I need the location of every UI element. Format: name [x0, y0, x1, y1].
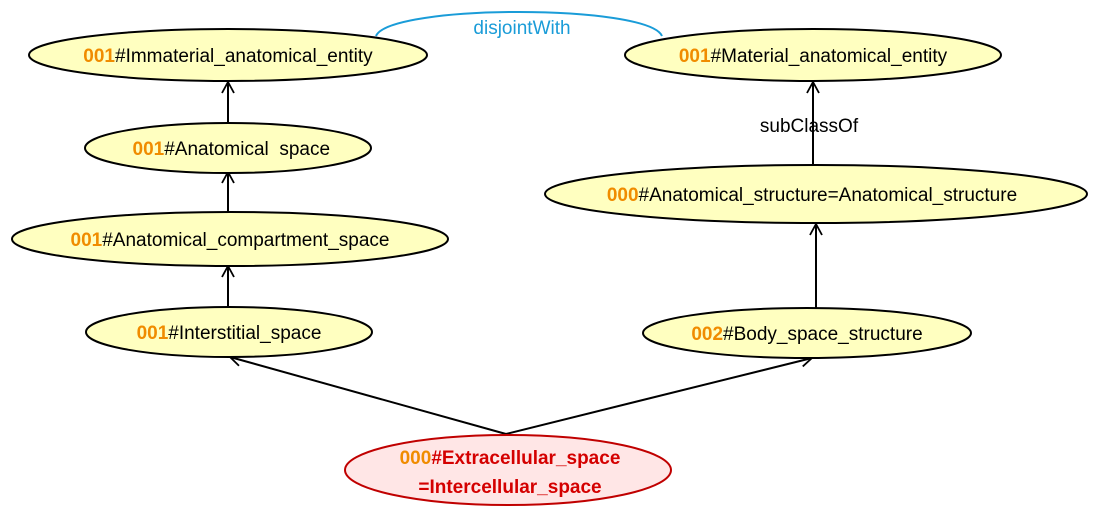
- node-code: 001: [679, 46, 711, 67]
- node-label: #Anatomical space: [164, 139, 330, 160]
- edge-extracellular-to-interstitial: [228, 353, 507, 435]
- node-label: #Anatomical_structure=Anatomical_structu…: [639, 185, 1018, 206]
- node-anatomical-structure: 000#Anatomical_structure=Anatomical_stru…: [544, 164, 1088, 224]
- node-code: 001: [137, 323, 169, 344]
- svg-text:001#Interstitial_space: 001#Interstitial_space: [137, 323, 322, 344]
- node-label: #Anatomical_compartment_space: [102, 230, 389, 251]
- disjoint-arc: [375, 11, 663, 37]
- node-body-space-structure: 002#Body_space_structure: [642, 307, 972, 359]
- svg-text:000#Anatomical_structure=Anato: 000#Anatomical_structure=Anatomical_stru…: [607, 185, 1017, 206]
- node-code: 001: [83, 46, 115, 67]
- node-code: 001: [133, 139, 165, 160]
- node-code: 000: [400, 448, 432, 469]
- node-code: 002: [691, 324, 723, 345]
- svg-text:001#Anatomical space: 001#Anatomical space: [96, 139, 357, 160]
- node-anatomical-compartment-space: 001#Anatomical_compartment_space: [11, 211, 449, 267]
- node-label-line2: =Intercellular_space: [418, 477, 601, 498]
- svg-text:001#Anatomical_compartment_spa: 001#Anatomical_compartment_space: [71, 230, 390, 251]
- edge-extracellular-to-body-space: [505, 353, 814, 435]
- node-label: #Interstitial_space: [168, 323, 321, 344]
- svg-text:001#Immaterial_anatomical_enti: 001#Immaterial_anatomical_entity: [83, 46, 373, 67]
- subclass-label: subClassOf: [760, 116, 859, 137]
- node-material-anatomical-entity: 001#Material_anatomical_entity: [624, 28, 1002, 82]
- svg-text:000#Extracellular_space: 000#Extracellular_space: [400, 448, 621, 469]
- node-label: #Body_space_structure: [723, 324, 923, 345]
- node-label: #Immaterial_anatomical_entity: [115, 46, 373, 67]
- node-immaterial-anatomical-entity: 001#Immaterial_anatomical_entity: [28, 28, 428, 82]
- svg-text:001#Material_anatomical_entity: 001#Material_anatomical_entity: [679, 46, 948, 67]
- node-label-line1: #Extracellular_space: [431, 448, 620, 469]
- node-extracellular-space: 000#Extracellular_space =Intercellular_s…: [344, 434, 672, 506]
- node-label: #Material_anatomical_entity: [711, 46, 948, 67]
- node-interstitial-space: 001#Interstitial_space: [85, 306, 373, 358]
- node-code: 000: [607, 185, 639, 206]
- svg-text:002#Body_space_structure: 002#Body_space_structure: [691, 324, 922, 345]
- node-anatomical-space: 001#Anatomical space: [84, 122, 372, 174]
- node-code: 001: [71, 230, 103, 251]
- disjoint-label: disjointWith: [473, 18, 570, 39]
